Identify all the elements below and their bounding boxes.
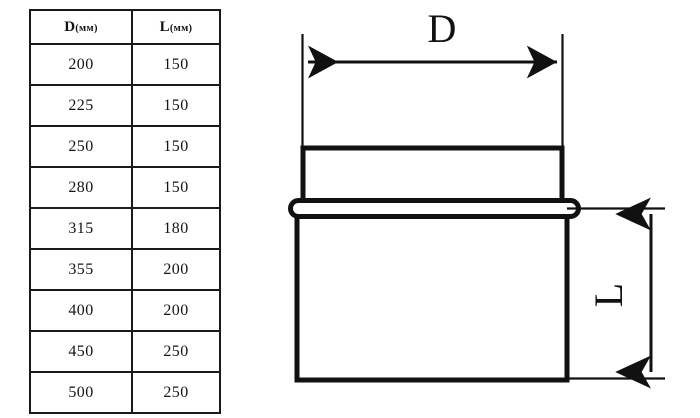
sealing-ring-bead bbox=[288, 198, 581, 219]
pipe-socket-body-outline bbox=[294, 203, 570, 383]
table-row: 280 150 bbox=[29, 166, 221, 209]
table-row: 500 250 bbox=[29, 371, 221, 414]
dimension-label-diameter: D bbox=[428, 6, 457, 51]
cell-length: 200 bbox=[131, 248, 221, 291]
dimension-table: D(мм) L(мм) 200 150 225 150 250 150 280 … bbox=[29, 9, 221, 414]
cell-length: 250 bbox=[131, 371, 221, 414]
table-header-row: D(мм) L(мм) bbox=[29, 9, 221, 45]
cell-length: 150 bbox=[131, 166, 221, 209]
column-header-length-symbol: L bbox=[159, 18, 170, 35]
cell-diameter: 280 bbox=[29, 166, 133, 209]
cell-diameter: 200 bbox=[29, 43, 133, 86]
table-row: 315 180 bbox=[29, 207, 221, 250]
cell-length: 180 bbox=[131, 207, 221, 250]
cell-diameter: 355 bbox=[29, 248, 133, 291]
cell-length: 200 bbox=[131, 289, 221, 332]
pipe-socket-technical-drawing: D L bbox=[255, 0, 700, 418]
cell-length: 150 bbox=[131, 43, 221, 86]
cell-length: 250 bbox=[131, 330, 221, 373]
cell-diameter: 315 bbox=[29, 207, 133, 250]
cell-diameter: 225 bbox=[29, 84, 133, 127]
cell-diameter: 500 bbox=[29, 371, 133, 414]
cell-diameter: 250 bbox=[29, 125, 133, 168]
dimension-label-length: L bbox=[586, 283, 631, 307]
table-row: 355 200 bbox=[29, 248, 221, 291]
table-row: 225 150 bbox=[29, 84, 221, 127]
cell-length: 150 bbox=[131, 125, 221, 168]
column-header-diameter: D(мм) bbox=[29, 9, 133, 45]
column-header-length-unit: (мм) bbox=[169, 22, 193, 34]
column-header-diameter-unit: (мм) bbox=[75, 22, 98, 34]
column-header-length: L(мм) bbox=[131, 9, 221, 45]
table-row: 250 150 bbox=[29, 125, 221, 168]
table-row: 200 150 bbox=[29, 43, 221, 86]
cell-diameter: 450 bbox=[29, 330, 133, 373]
cell-length: 150 bbox=[131, 84, 221, 127]
table-row: 450 250 bbox=[29, 330, 221, 373]
cell-diameter: 400 bbox=[29, 289, 133, 332]
column-header-diameter-symbol: D bbox=[64, 18, 76, 35]
table-row: 400 200 bbox=[29, 289, 221, 332]
